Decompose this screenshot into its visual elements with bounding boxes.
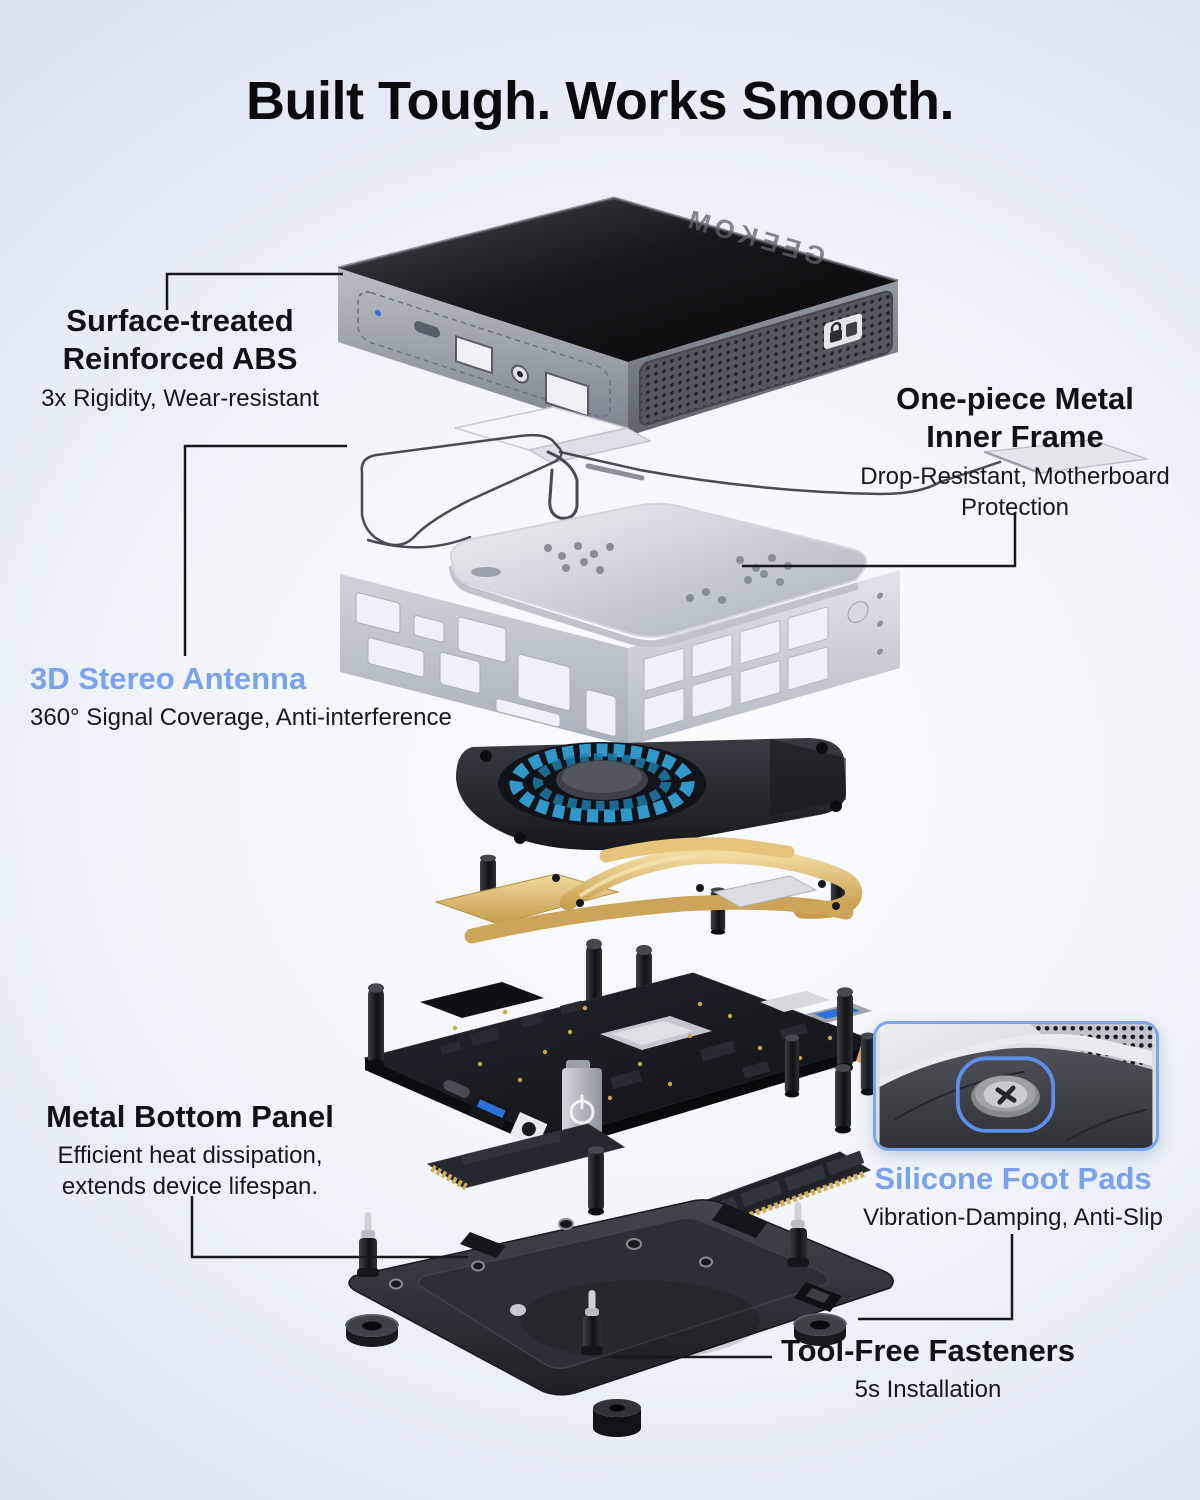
callout-abs: Surface-treated Reinforced ABS 3x Rigidi…: [15, 302, 345, 415]
inner-frame: [340, 502, 900, 746]
callout-bottom-panel-sub: Efficient heat dissipation, extends devi…: [57, 1142, 323, 1201]
page-title: Built Tough. Works Smooth.: [246, 71, 954, 131]
device-case: GEEKOM: [337, 196, 899, 436]
callout-footpads-title: Silicone Foot Pads: [874, 1161, 1152, 1196]
panel-screw-holes: [389, 1218, 713, 1290]
leader-abs: [165, 272, 343, 310]
footpad-inset-image: [873, 1021, 1159, 1151]
rubber-foot: [593, 1399, 641, 1437]
usb-c-front: [443, 1079, 470, 1098]
leader-footpads: [858, 1234, 1014, 1321]
fastener-washer: [345, 1314, 399, 1348]
callout-antenna-sub: 360° Signal Coverage, Anti-interference: [30, 704, 452, 732]
callout-bottom-panel: Metal Bottom Panel Efficient heat dissip…: [25, 1098, 355, 1203]
front-ports: [357, 291, 611, 418]
callout-abs-title: Surface-treated Reinforced ABS: [62, 303, 298, 377]
leader-bottom-panel: [190, 1196, 468, 1259]
smd-components: [440, 1000, 808, 1090]
power-led: [375, 309, 381, 317]
callout-footpads-sub: Vibration-Damping, Anti-Slip: [863, 1204, 1163, 1232]
screw-cross: [995, 1085, 1017, 1105]
leader-frame: [742, 512, 1017, 568]
motherboard: [363, 938, 884, 1152]
leader-lines: [165, 272, 1017, 1359]
usb-a-port: [455, 335, 493, 375]
callout-antenna: 3D Stereo Antenna 360° Signal Coverage, …: [30, 660, 510, 734]
callout-fasteners-title: Tool-Free Fasteners: [780, 1333, 1075, 1368]
callout-footpads: Silicone Foot Pads Vibration-Damping, An…: [843, 1160, 1183, 1234]
heat-pipes: [434, 837, 863, 944]
side-vents: [639, 290, 893, 426]
callout-abs-sub: 3x Rigidity, Wear-resistant: [41, 384, 319, 412]
footpad-closeup: [879, 1024, 1153, 1148]
power-icon: [569, 1094, 595, 1125]
callout-frame: One-piece Metal Inner Frame Drop-Resista…: [840, 380, 1190, 523]
callout-antenna-title: 3D Stereo Antenna: [30, 661, 307, 696]
bottom-panel: [345, 1199, 894, 1437]
plate-vent-holes: [544, 542, 792, 604]
hdmi-port: [760, 991, 830, 1012]
chip: [420, 982, 544, 1018]
callout-frame-title: One-piece Metal Inner Frame: [896, 381, 1134, 455]
card-slot: [545, 371, 589, 418]
cooling-fan: [456, 738, 846, 851]
usb-c-port: [414, 321, 440, 338]
antenna-assembly: [360, 406, 1148, 549]
callout-frame-sub: Drop-Resistant, Motherboard Protection: [860, 462, 1170, 521]
solder-points: [452, 1001, 833, 1101]
callout-fasteners-sub: 5s Installation: [854, 1376, 1002, 1404]
fan-blades: [509, 743, 695, 823]
callout-fasteners: Tool-Free Fasteners 5s Installation: [778, 1332, 1078, 1406]
callout-bottom-panel-title: Metal Bottom Panel: [46, 1099, 334, 1134]
leader-antenna: [183, 444, 347, 656]
highlight-outline: [955, 1056, 1056, 1133]
